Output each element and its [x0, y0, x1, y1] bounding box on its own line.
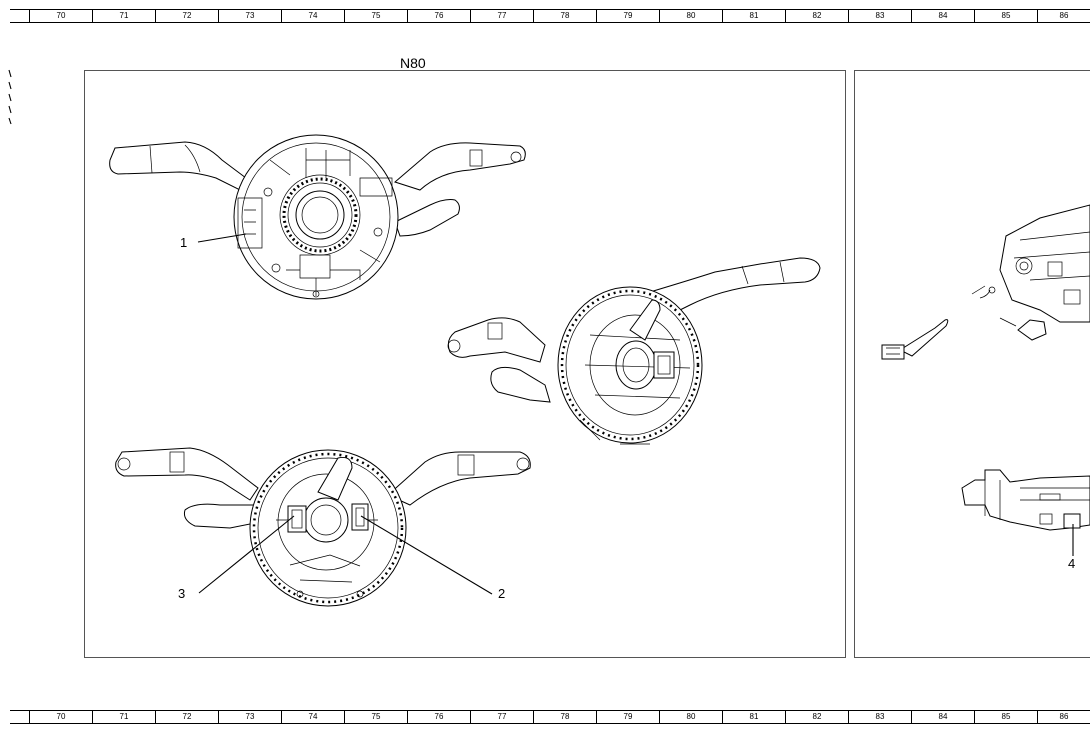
ruler-cell-79: 79 [596, 711, 659, 723]
panel-title: N80 [400, 55, 426, 71]
ruler-cell-72: 72 [155, 10, 218, 22]
ruler-cell-78: 78 [533, 711, 596, 723]
ruler-cell-74: 74 [281, 10, 344, 22]
ruler-cell-84: 84 [911, 10, 974, 22]
bottom-ruler: 70 71 72 73 74 75 76 77 78 79 80 81 82 8… [10, 710, 1090, 724]
ruler-cell-85: 85 [974, 10, 1037, 22]
leader-line-1 [197, 233, 247, 243]
ruler-cell-71: 71 [92, 711, 155, 723]
ruler-cell-73: 73 [218, 711, 281, 723]
steering-column-switch-front-view [115, 447, 531, 607]
ruler-cell-70: 70 [29, 10, 92, 22]
ruler-cell-77: 77 [470, 10, 533, 22]
leader-line-3 [198, 515, 295, 594]
ruler-cell-86: 86 [1037, 10, 1090, 22]
ruler-cell-80: 80 [659, 711, 722, 723]
callout-2: 2 [498, 586, 506, 601]
ruler-cell-84: 84 [911, 711, 974, 723]
callout-1: 1 [180, 235, 188, 250]
ruler-cell-77: 77 [470, 711, 533, 723]
leader-line-2 [360, 515, 493, 595]
steering-column-partial-view [881, 204, 1090, 360]
ruler-cell-76: 76 [407, 711, 470, 723]
ruler-cell-73: 73 [218, 10, 281, 22]
ruler-cell-83: 83 [848, 711, 911, 723]
ruler-cell-70: 70 [29, 711, 92, 723]
ruler-cell-85: 85 [974, 711, 1037, 723]
ruler-cell-81: 81 [722, 711, 785, 723]
top-ruler: 70 71 72 73 74 75 76 77 78 79 80 81 82 8… [10, 9, 1090, 23]
main-diagram-panel [84, 70, 846, 658]
ruler-cell-82: 82 [785, 711, 848, 723]
ruler-cell-83: 83 [848, 10, 911, 22]
ruler-cell-74: 74 [281, 711, 344, 723]
callout-3: 3 [178, 586, 186, 601]
edge-tick-marks [8, 69, 12, 125]
ruler-cell-76: 76 [407, 10, 470, 22]
ruler-cell-86: 86 [1037, 711, 1090, 723]
ruler-cell-78: 78 [533, 10, 596, 22]
steering-column-side-view [961, 469, 1090, 531]
ruler-cell-75: 75 [344, 10, 407, 22]
steering-column-switch-rear-view [109, 134, 526, 300]
ruler-cell-72: 72 [155, 711, 218, 723]
ruler-cell-81: 81 [722, 10, 785, 22]
ruler-cell-82: 82 [785, 10, 848, 22]
ruler-cell-80: 80 [659, 10, 722, 22]
callout-4: 4 [1068, 556, 1076, 571]
right-diagram-panel [854, 70, 1090, 658]
ruler-cell-75: 75 [344, 711, 407, 723]
steering-column-switch-angled-view [447, 257, 821, 445]
ruler-cell-79: 79 [596, 10, 659, 22]
ruler-cell-71: 71 [92, 10, 155, 22]
